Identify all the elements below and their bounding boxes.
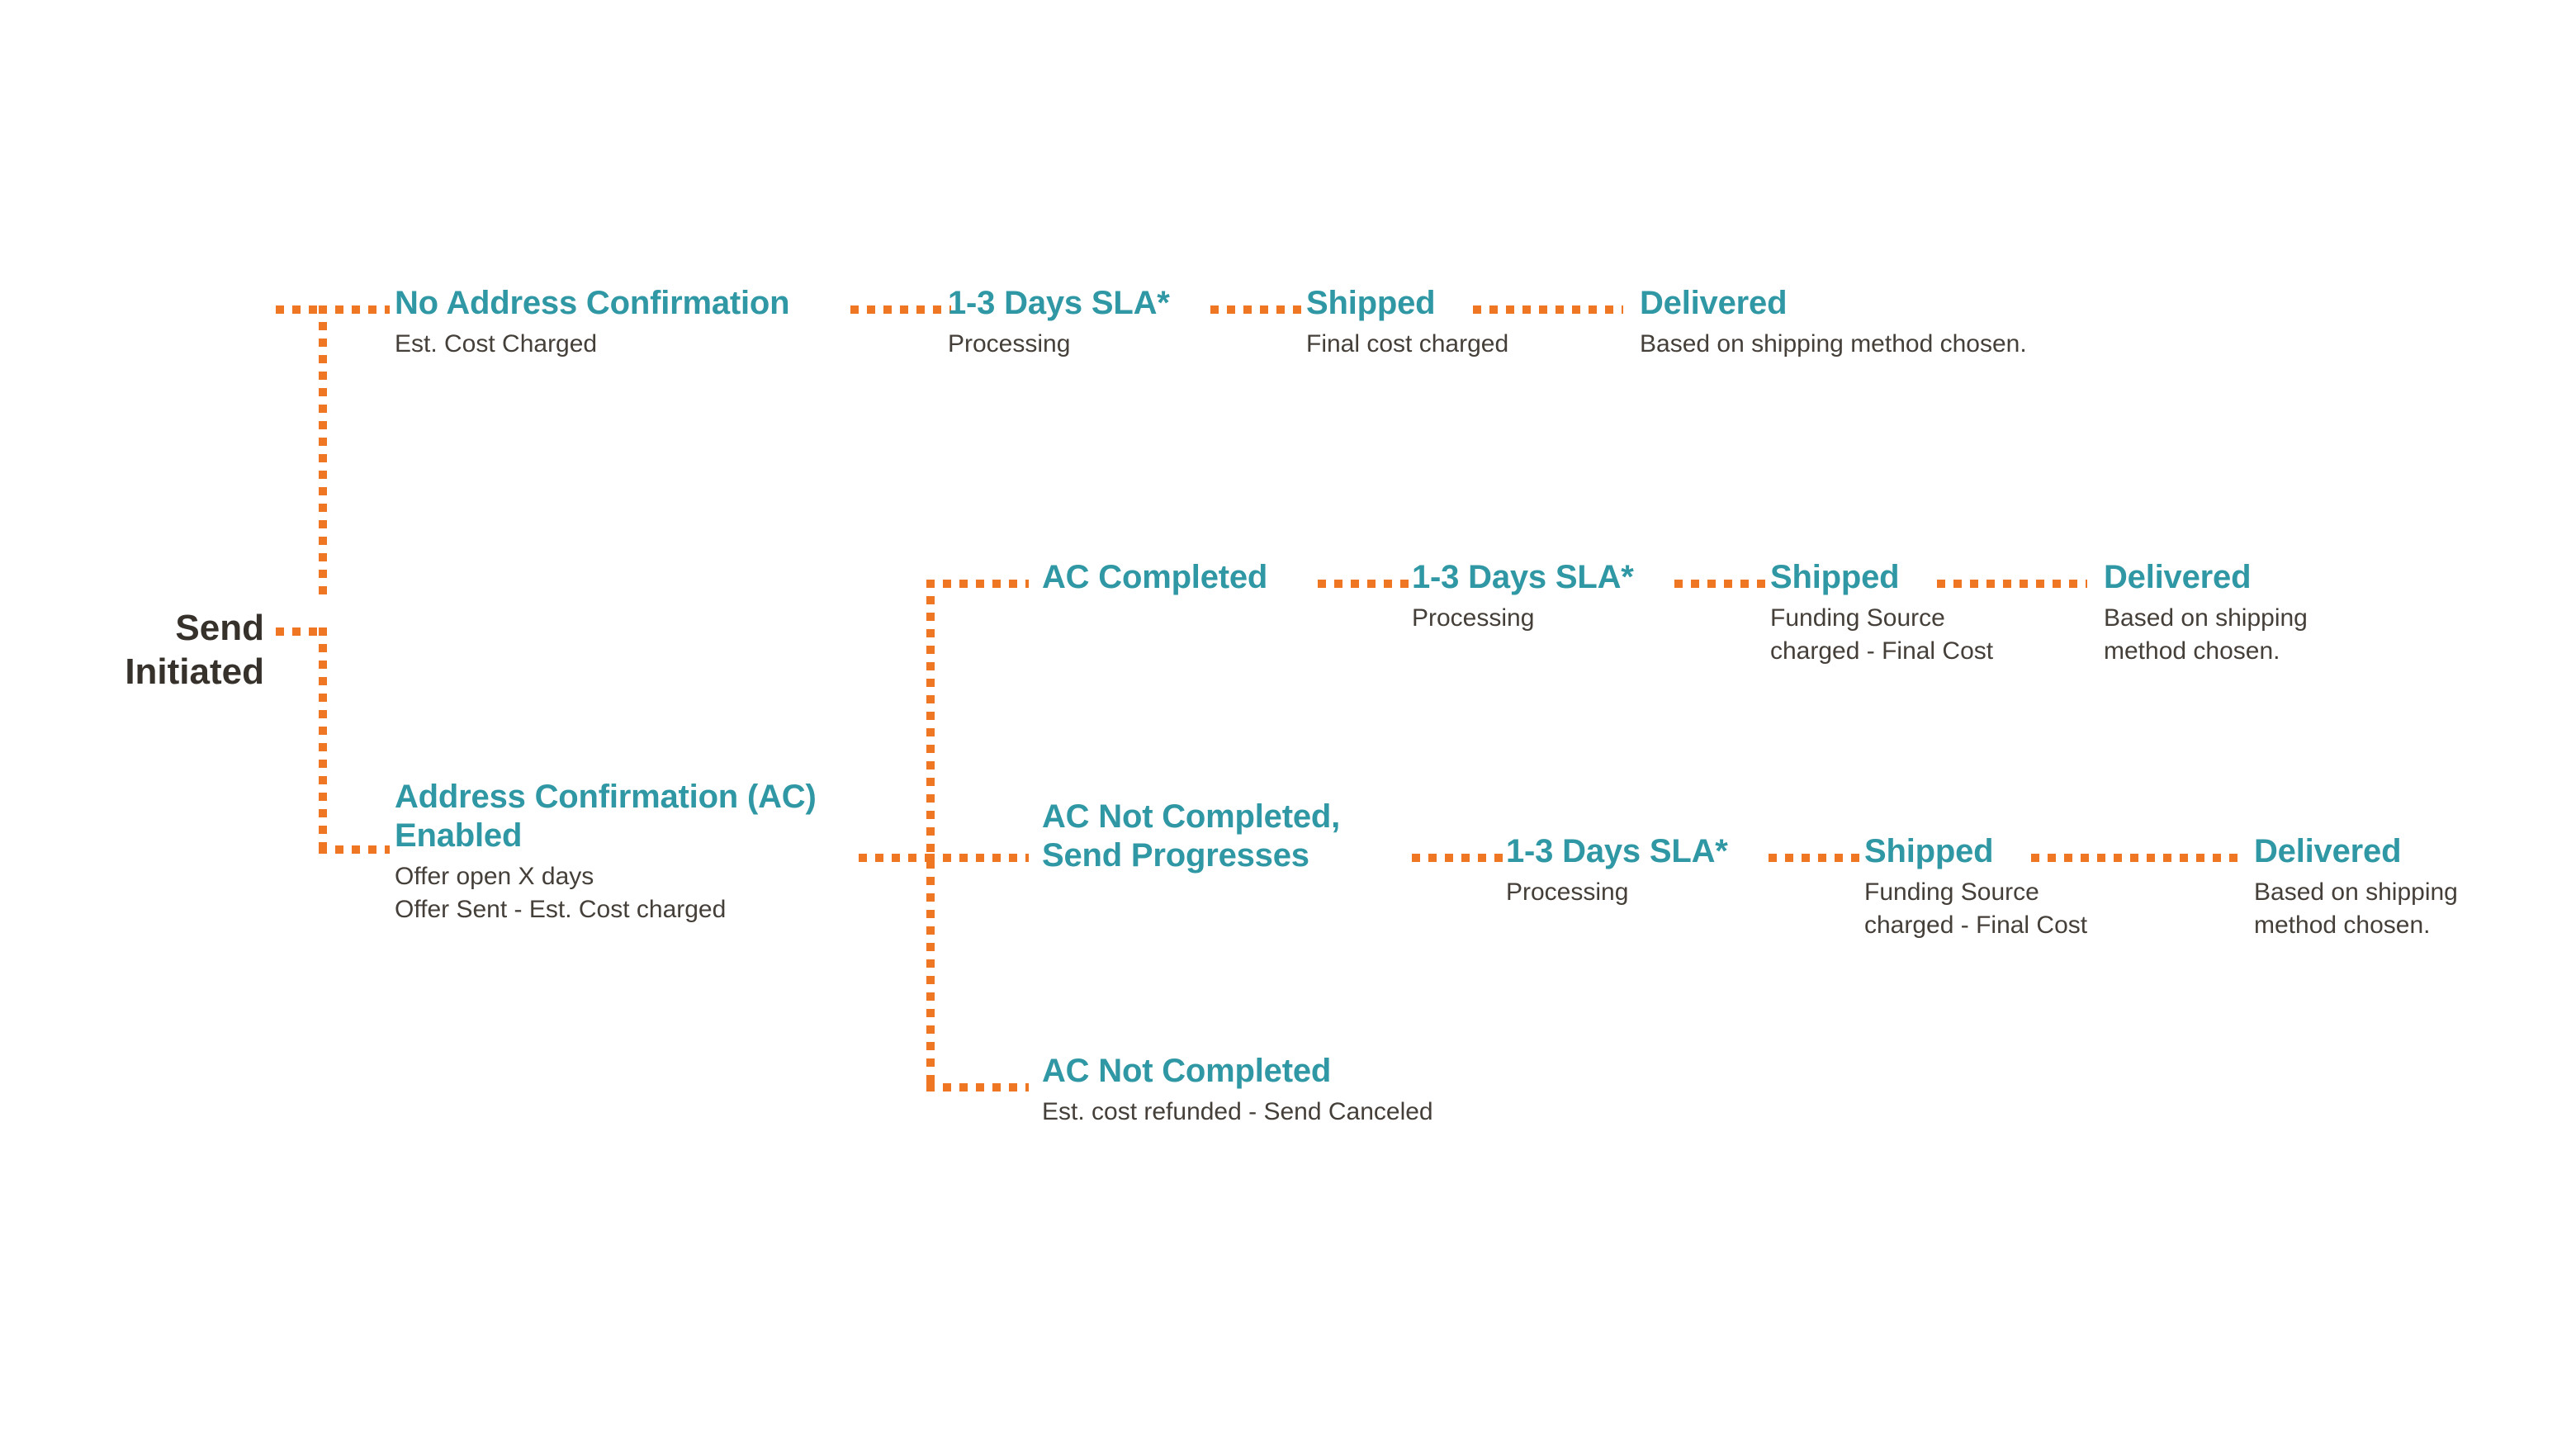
- connector-sla1-to-shipped1: [1210, 305, 1309, 314]
- connector-root-trunk-lower: [319, 627, 327, 854]
- node-subtitle: Final cost charged: [1306, 330, 1509, 358]
- connector-fanout-to-ac-progresses: [926, 854, 1029, 862]
- node-shipped-row3[interactable]: Shipped Funding Source charged - Final C…: [1864, 832, 2195, 941]
- node-title: Address Confirmation (AC) Enabled: [395, 779, 817, 855]
- node-title: No Address Confirmation: [395, 285, 790, 321]
- connector-no-ac-to-sla1: [850, 305, 951, 314]
- node-ac-not-completed[interactable]: AC Not Completed Est. cost refunded - Se…: [1042, 1052, 1620, 1129]
- node-subtitle: Funding Source charged - Final Cost: [1770, 604, 1994, 665]
- connector-fanout-to-ac-not-completed: [926, 1083, 1029, 1091]
- node-subtitle: Based on shipping method chosen.: [2104, 604, 2308, 665]
- connector-root-lower-stub: [276, 627, 319, 636]
- node-subtitle: Based on shipping method chosen.: [1640, 330, 2027, 358]
- node-title: Delivered: [2254, 833, 2402, 869]
- node-sla-row1[interactable]: 1-3 Days SLA* Processing: [948, 284, 1220, 361]
- node-shipped-row1[interactable]: Shipped Final cost charged: [1306, 284, 1579, 361]
- node-subtitle: Processing: [948, 330, 1071, 358]
- node-title: 1-3 Days SLA*: [948, 285, 1170, 321]
- node-title: AC Not Completed, Send Progresses: [1042, 798, 1341, 874]
- node-subtitle: Offer open X days Offer Sent - Est. Cost…: [395, 863, 727, 923]
- connector-fanout-to-ac-completed: [926, 580, 1029, 588]
- node-title: Shipped: [1770, 559, 1900, 595]
- node-address-confirmation-enabled[interactable]: Address Confirmation (AC) Enabled Offer …: [395, 778, 874, 926]
- node-subtitle: Processing: [1506, 878, 1629, 907]
- node-title: Shipped: [1306, 285, 1436, 321]
- connector-to-ac-enabled: [319, 845, 390, 854]
- connector-root-trunk-upper: [319, 305, 327, 596]
- node-sla-row2[interactable]: 1-3 Days SLA* Processing: [1412, 558, 1693, 635]
- node-title: 1-3 Days SLA*: [1412, 559, 1634, 595]
- connector-fanout-trunk: [926, 580, 935, 1091]
- root-node-send-initiated: Send Initiated: [17, 561, 264, 694]
- connector-ac-progresses-to-sla3: [1412, 854, 1511, 862]
- node-no-address-confirmation[interactable]: No Address Confirmation Est. Cost Charge…: [395, 284, 857, 361]
- node-delivered-row1[interactable]: Delivered Based on shipping method chose…: [1640, 284, 2152, 361]
- node-subtitle: Funding Source charged - Final Cost: [1864, 878, 2088, 939]
- node-subtitle: Est. cost refunded - Send Canceled: [1042, 1098, 1433, 1126]
- root-node-label: Send Initiated: [125, 607, 264, 693]
- node-subtitle: Est. Cost Charged: [395, 330, 598, 358]
- node-title: AC Not Completed: [1042, 1053, 1332, 1089]
- node-ac-not-completed-send-progresses[interactable]: AC Not Completed, Send Progresses: [1042, 798, 1405, 875]
- connector-to-no-ac: [319, 305, 390, 314]
- node-title: Delivered: [2104, 559, 2252, 595]
- node-subtitle: Based on shipping method chosen.: [2254, 878, 2458, 939]
- node-delivered-row2[interactable]: Delivered Based on shipping method chose…: [2104, 558, 2451, 667]
- node-sla-row3[interactable]: 1-3 Days SLA* Processing: [1506, 832, 1787, 909]
- node-subtitle: Processing: [1412, 604, 1535, 632]
- node-title: 1-3 Days SLA*: [1506, 833, 1728, 869]
- node-delivered-row3[interactable]: Delivered Based on shipping method chose…: [2254, 832, 2576, 941]
- node-title: Delivered: [1640, 285, 1788, 321]
- node-title: Shipped: [1864, 833, 1994, 869]
- node-shipped-row2[interactable]: Shipped Funding Source charged - Final C…: [1770, 558, 2100, 667]
- node-ac-completed[interactable]: AC Completed: [1042, 558, 1372, 597]
- node-title: AC Completed: [1042, 559, 1268, 595]
- connector-root-upper-stub: [276, 305, 319, 314]
